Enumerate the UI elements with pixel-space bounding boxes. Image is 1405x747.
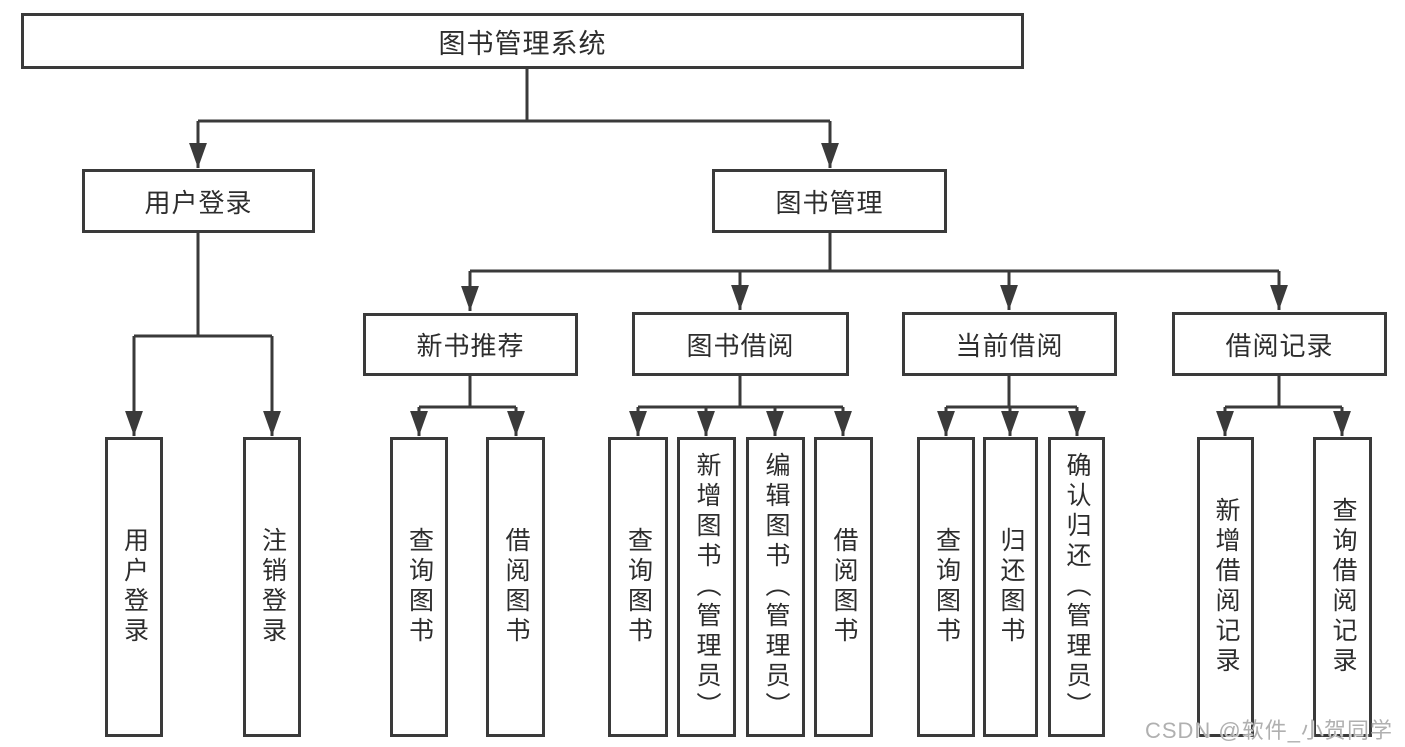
leaf-cb-return-book: 归还图书 [983, 437, 1038, 737]
leaf-cb-confirm-return-admin: 确认归还（管理员） [1048, 437, 1105, 737]
node-new-book-recommend: 新书推荐 [363, 313, 578, 376]
leaf-user-login: 用户登录 [105, 437, 163, 737]
connector-root-to-level2 [189, 69, 839, 169]
leaf-bb-borrow-book: 借阅图书 [814, 437, 873, 737]
node-book-borrow: 图书借阅 [632, 312, 849, 376]
connector-book-mgmt-to-level3 [461, 233, 1288, 312]
connector-book-borrow-children [629, 376, 852, 437]
connector-current-borrow-children [937, 376, 1086, 437]
leaf-bb-search-book: 查询图书 [608, 437, 668, 737]
leaf-hr-search-record: 查询借阅记录 [1313, 437, 1372, 737]
node-borrow-records: 借阅记录 [1172, 312, 1387, 376]
leaf-nb-search-book: 查询图书 [390, 437, 448, 737]
leaf-cb-search-book: 查询图书 [917, 437, 975, 737]
connector-user-login-children [125, 233, 281, 437]
connector-borrow-records-children [1216, 376, 1351, 437]
leaf-logout: 注销登录 [243, 437, 301, 737]
leaf-hr-add-record: 新增借阅记录 [1197, 437, 1254, 737]
node-library-management-system: 图书管理系统 [21, 13, 1024, 69]
csdn-watermark: CSDN @软件_小贺同学 [1144, 718, 1393, 743]
leaf-nb-borrow-book: 借阅图书 [486, 437, 545, 737]
connector-new-book-children [410, 376, 525, 437]
node-book-management: 图书管理 [712, 169, 947, 233]
leaf-bb-add-book-admin: 新增图书（管理员） [677, 437, 736, 737]
leaf-bb-edit-book-admin: 编辑图书（管理员） [746, 437, 805, 737]
node-user-login: 用户登录 [82, 169, 315, 233]
node-current-borrow: 当前借阅 [902, 312, 1117, 376]
